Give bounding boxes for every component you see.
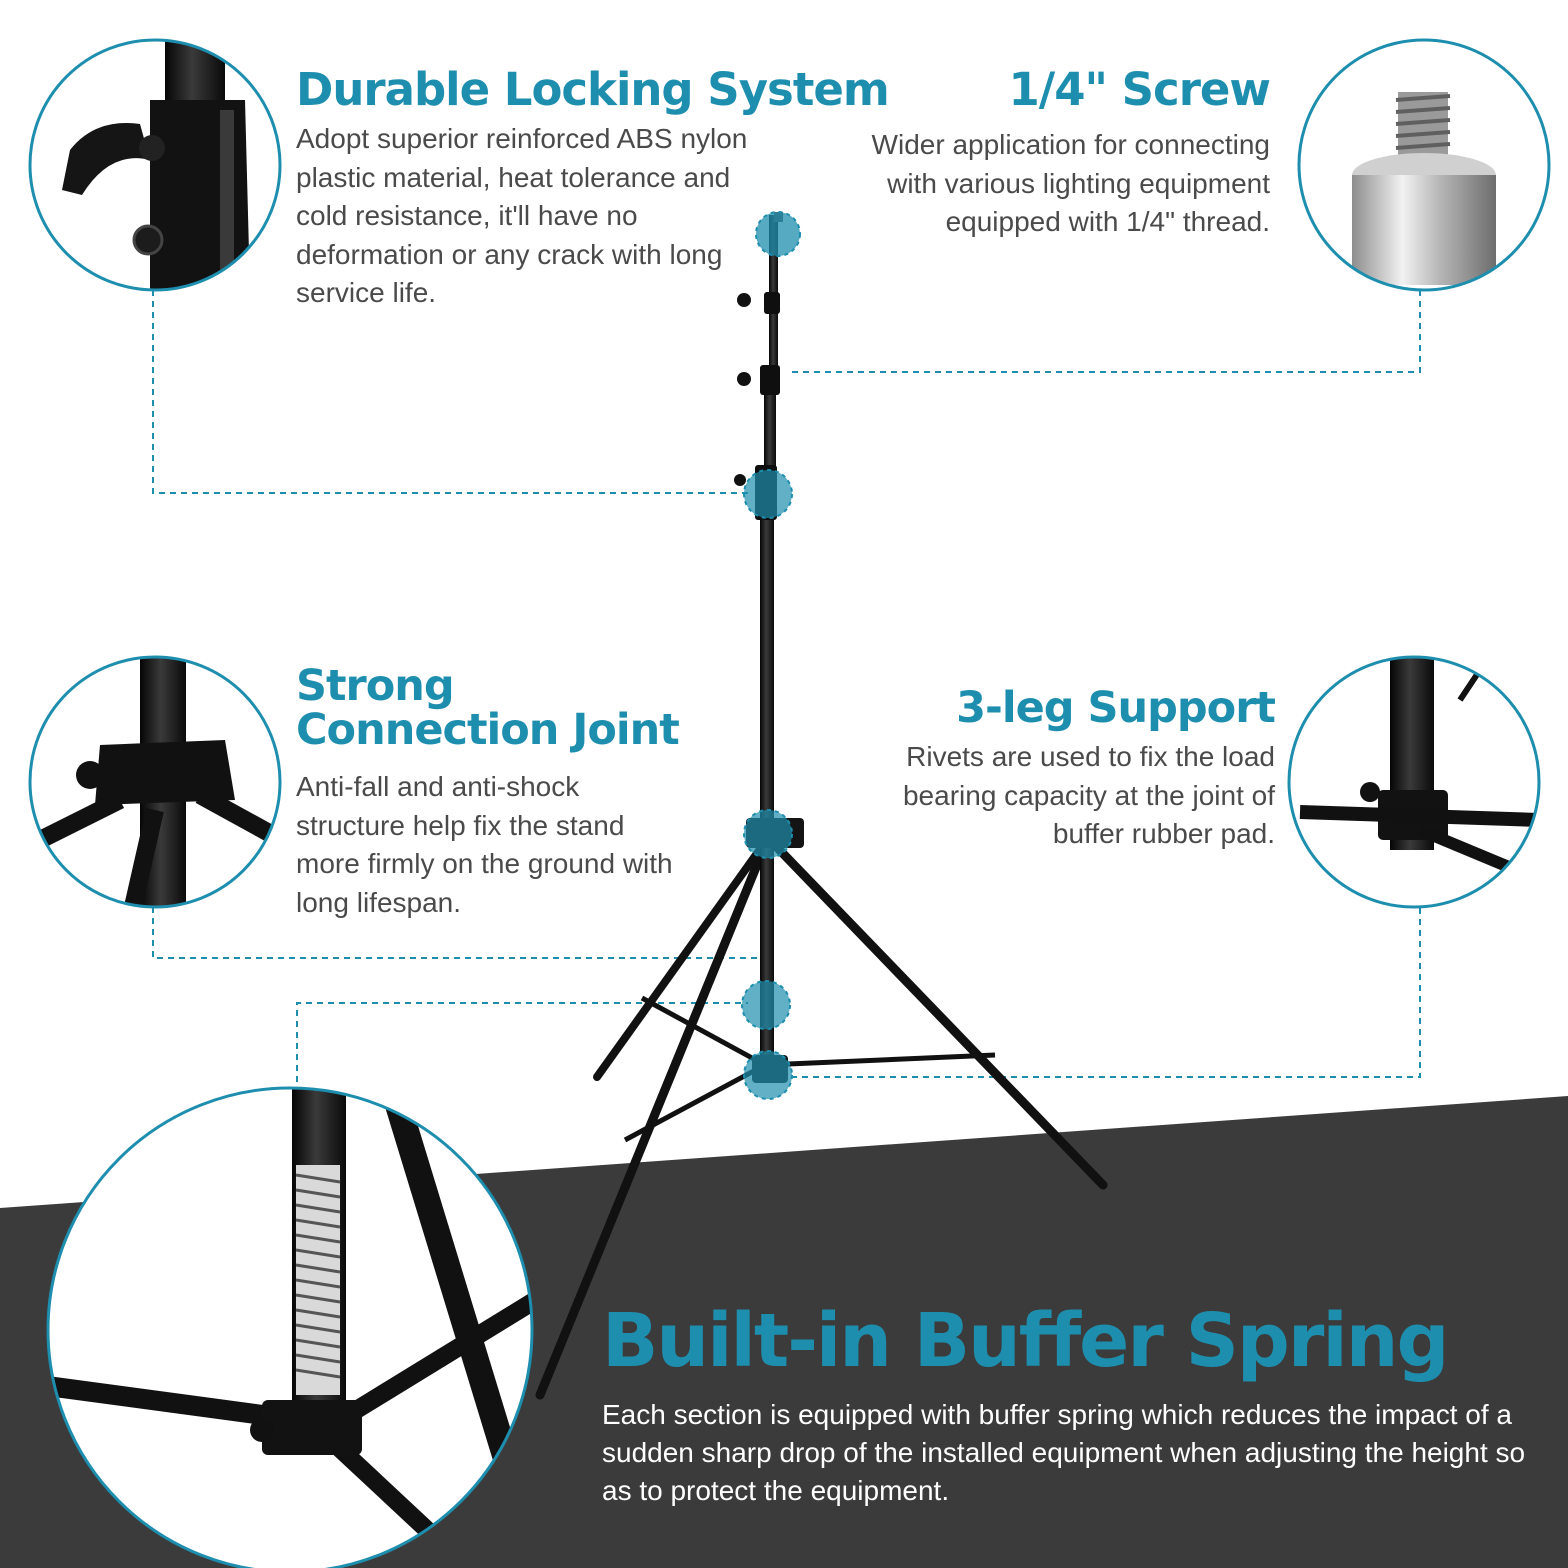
buffer-spring-description: Each section is equipped with buffer spr… (602, 1399, 1526, 1506)
connection-joint-title-line-1: Strong (296, 661, 455, 711)
joint-detail-photo (28, 655, 282, 909)
locking-system-description: Adopt superior reinforced ABS nylon plas… (296, 123, 748, 308)
leg-support-title: 3-leg Support (956, 683, 1276, 733)
connection-joint-title: Strong Connection Joint (296, 661, 680, 755)
locking-system-title: Durable Locking System (296, 63, 890, 116)
light-stand (535, 211, 1108, 1400)
screw-description: Wider application for connecting with va… (871, 129, 1270, 237)
connection-joint-title-line-2: Connection Joint (296, 705, 680, 755)
leg-support-description: Rivets are used to fix the load bearing … (902, 741, 1275, 849)
screw-title: 1/4" Screw (1008, 63, 1271, 116)
buffer-spring-title: Built-in Buffer Spring (602, 1298, 1449, 1384)
screw-detail-photo (1297, 38, 1551, 292)
leg-detail-photo (1287, 655, 1541, 909)
connection-joint-description: Anti-fall and anti-shock structure help … (296, 771, 673, 918)
locking-detail-photo (28, 38, 282, 292)
